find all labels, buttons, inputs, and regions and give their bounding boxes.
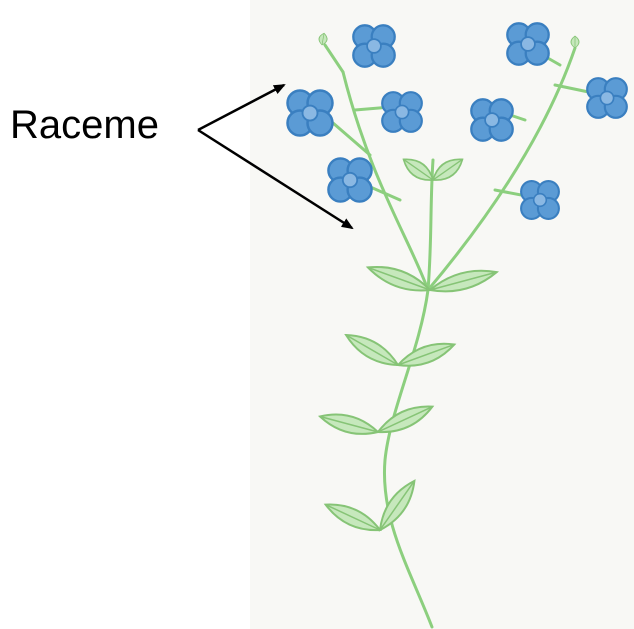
- flower-icon: [471, 99, 512, 140]
- leaf-icon: [318, 409, 380, 440]
- flower-icon: [587, 78, 627, 118]
- flower-icon: [353, 25, 394, 66]
- flower-group: [288, 23, 627, 219]
- leaf-icon: [428, 264, 499, 297]
- arrow-pointer-upper: [198, 85, 284, 130]
- leaf-icon: [375, 399, 436, 439]
- flower-icon: [288, 91, 333, 136]
- leaf-icon: [571, 36, 579, 48]
- left-side-stem-4: [325, 45, 343, 72]
- leaf-icon: [429, 153, 467, 185]
- leaf-icon: [373, 476, 421, 534]
- flower-icon: [507, 23, 548, 64]
- leaf-icon: [318, 32, 328, 45]
- leaf-icon: [342, 328, 402, 372]
- leaf-group: [318, 32, 579, 537]
- flower-icon: [328, 158, 371, 201]
- leaf-icon: [322, 497, 383, 537]
- main-stem: [384, 160, 433, 627]
- flower-icon: [521, 181, 559, 219]
- leaf-icon: [395, 337, 457, 373]
- flower-icon: [382, 92, 422, 132]
- raceme-label: Raceme: [10, 102, 159, 148]
- arrow-pointer-lower: [198, 130, 352, 228]
